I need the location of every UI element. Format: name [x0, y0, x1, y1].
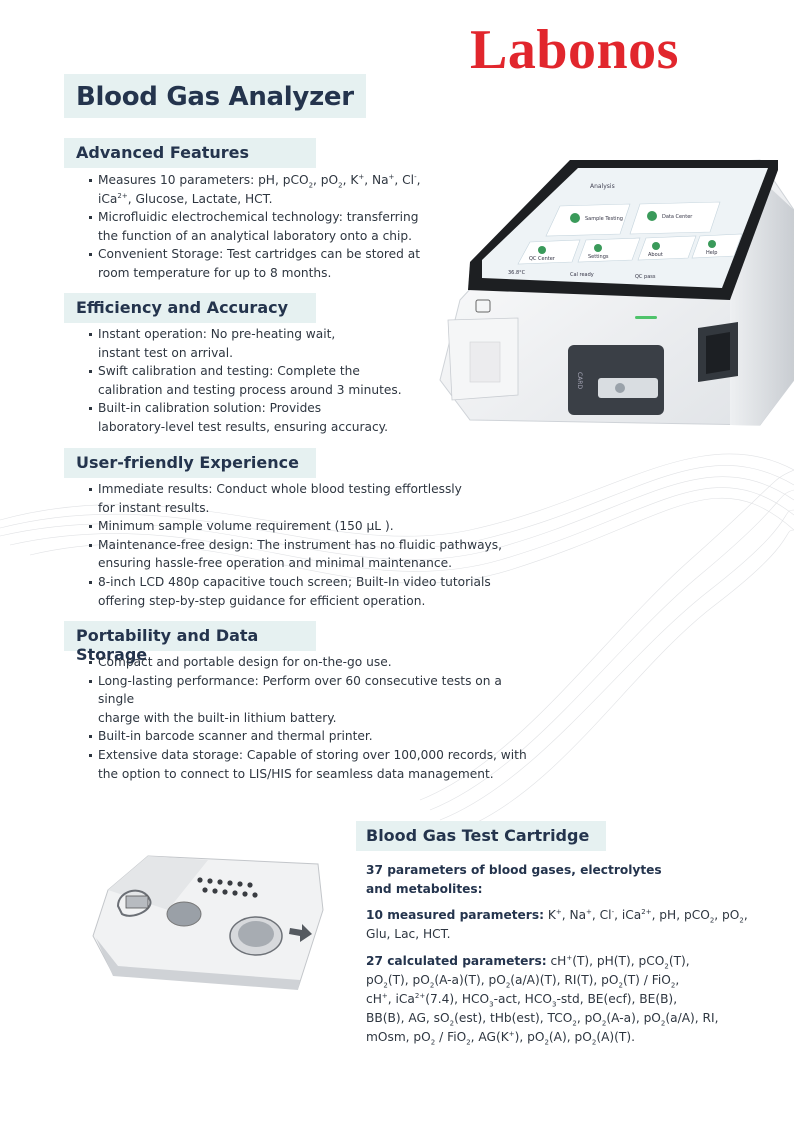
qc-center-icon	[538, 246, 546, 254]
screen-menu-sample: Sample Testing	[585, 216, 623, 222]
cartridge-heading: Blood Gas Test Cartridge	[366, 826, 590, 845]
cartridge-intro-line2: and metabolites:	[366, 882, 483, 896]
screen-tile-sample[interactable]	[545, 203, 631, 237]
screen-menu-help: Help	[706, 250, 717, 256]
calculated-label: 27 calculated parameters:	[366, 954, 547, 968]
screen-status-temp: 36.8°C	[508, 270, 526, 276]
section-heading-text: Advanced Features	[76, 143, 250, 162]
bullet-item: Built-in barcode scanner and thermal pri…	[88, 727, 538, 746]
bullet-list-user-friendly: Immediate results: Conduct whole blood t…	[88, 480, 538, 610]
bullet-item: Instant operation: No pre-heating wait,i…	[88, 325, 538, 362]
bullet-item: Swift calibration and testing: Complete …	[88, 362, 538, 399]
screen-status-cal: Cal ready	[570, 272, 594, 278]
bullet-item: Minimum sample volume requirement (150 μ…	[88, 517, 538, 536]
bullet-item: 8-inch LCD 480p capacitive touch screen;…	[88, 573, 538, 610]
bullet-list-efficiency-accuracy: Instant operation: No pre-heating wait,i…	[88, 325, 538, 437]
brand-logo: Labonos	[470, 19, 679, 81]
bullet-item: Long-lasting performance: Perform over 6…	[88, 672, 538, 728]
page-title: Blood Gas Analyzer	[76, 82, 354, 112]
cartridge-heading-box: Blood Gas Test Cartridge	[356, 821, 606, 851]
bullet-item: Immediate results: Conduct whole blood t…	[88, 480, 538, 517]
card-slot-label: CARD	[576, 372, 583, 389]
section-heading-efficiency-accuracy: Efficiency and Accuracy	[64, 293, 316, 323]
sample-testing-icon	[570, 213, 580, 223]
bullet-list-advanced-features: Measures 10 parameters: pH, pCO2, pO2, K…	[88, 171, 538, 283]
test-cartridge-image	[92, 855, 324, 990]
about-icon	[652, 242, 660, 250]
insert-direction-arrow-icon	[289, 924, 312, 942]
bullet-item: Convenient Storage: Test cartridges can …	[88, 245, 538, 282]
bullet-item: Microfluidic electrochemical technology:…	[88, 208, 538, 245]
screen-tile-data[interactable]	[629, 201, 721, 235]
page-title-box: Blood Gas Analyzer	[64, 74, 366, 118]
printer-icon	[475, 299, 491, 313]
screen-tile-about[interactable]	[637, 235, 697, 261]
section-heading-text: User-friendly Experience	[76, 453, 299, 472]
bullet-item: Maintenance-free design: The instrument …	[88, 536, 538, 573]
blood-gas-analyzer-device-image: Analysis Sample Testing Data Center QC C…	[439, 159, 794, 426]
screen-menu-qc: QC Center	[529, 256, 556, 262]
section-heading-portability: Portability and Data Storage	[64, 621, 316, 664]
screen-menu-about: About	[648, 252, 663, 258]
bullet-item: Compact and portable design for on-the-g…	[88, 653, 538, 672]
power-indicator-light	[635, 316, 657, 319]
section-heading-user-friendly: User-friendly Experience	[64, 448, 316, 478]
screen-status-qc: QC pass	[635, 274, 656, 280]
bullet-item: Measures 10 parameters: pH, pCO2, pO2, K…	[88, 171, 538, 208]
data-center-icon	[647, 211, 657, 221]
screen-menu-data: Data Center	[662, 214, 693, 220]
measured-parameters: 10 measured parameters: K+, Na+, Cl-, iC…	[366, 907, 748, 941]
screen-tile-settings[interactable]	[577, 237, 641, 263]
screen-tile-qc[interactable]	[517, 239, 581, 265]
cartridge-intro-line1: 37 parameters of blood gases, electrolyt…	[366, 863, 662, 877]
bullet-item: Extensive data storage: Capable of stori…	[88, 746, 538, 783]
cartridge-intro: 37 parameters of blood gases, electrolyt…	[366, 861, 766, 899]
screen-menu-settings: Settings	[588, 254, 609, 260]
bullet-list-portability: Compact and portable design for on-the-g…	[88, 653, 538, 783]
section-heading-advanced-features: Advanced Features	[64, 138, 316, 168]
measured-label: 10 measured parameters:	[366, 908, 544, 922]
inserted-cartridge	[598, 378, 658, 398]
settings-icon	[594, 244, 602, 252]
screen-tile-help[interactable]	[691, 233, 743, 259]
help-icon	[708, 240, 716, 248]
section-heading-text: Portability and Data Storage	[76, 626, 259, 664]
section-heading-text: Efficiency and Accuracy	[76, 298, 289, 317]
calculated-parameters: 27 calculated parameters: cH+(T), pH(T),…	[366, 953, 719, 1047]
screen-header-label: Analysis	[590, 183, 615, 190]
